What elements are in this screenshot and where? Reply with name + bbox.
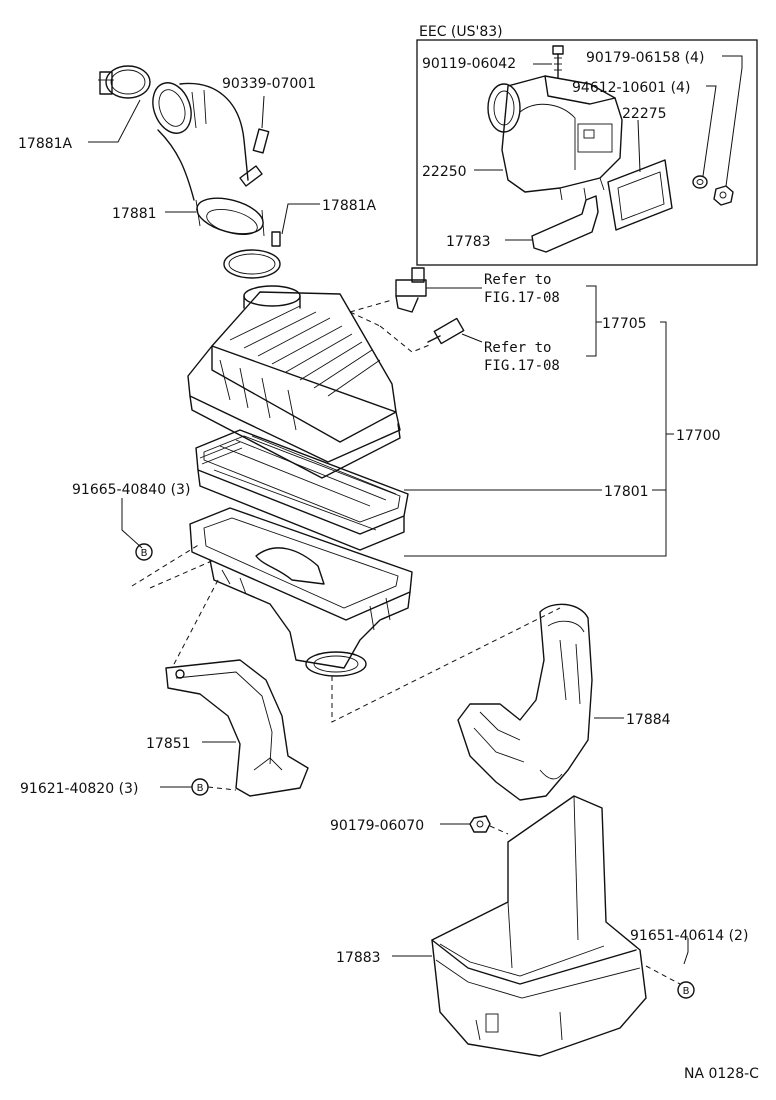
resonator-hose-17884 (457, 603, 593, 801)
filter-element-17801 (195, 429, 409, 551)
label-22250: 22250 (422, 164, 467, 180)
inset-frame (416, 39, 758, 266)
label-refer-1a: Refer to (484, 272, 551, 288)
label-91651-40614: 91651-40614 (2) (630, 928, 748, 944)
gasket-22275 (607, 159, 673, 231)
inset-title: EEC (US'83) (419, 24, 503, 40)
resonator-17883 (431, 795, 647, 1057)
label-17884: 17884 (626, 712, 671, 728)
label-22275: 22275 (622, 106, 667, 122)
marker-b1: B (141, 548, 148, 559)
grommet-90179-06070 (469, 815, 491, 833)
drawing-number: NA 0128-C (684, 1066, 759, 1082)
hose-clamp-17881a-mid (223, 231, 281, 279)
label-17700: 17700 (676, 428, 721, 444)
washer-94612 (692, 175, 708, 189)
air-cleaner-cap (187, 285, 401, 479)
label-91665-40840: 91665-40840 (3) (72, 482, 190, 498)
label-90339-07001: 90339-07001 (222, 76, 316, 92)
label-94612-10601: 94612-10601 (4) (572, 80, 690, 96)
label-90119-06042: 90119-06042 (422, 56, 516, 72)
nut-90179-06158 (713, 185, 734, 206)
label-17851: 17851 (146, 736, 191, 752)
label-refer-2b: FIG.17-08 (484, 358, 560, 374)
label-17881a-mid: 17881A (322, 198, 377, 214)
bolt-marker-b3: B (677, 981, 695, 999)
label-17705: 17705 (602, 316, 647, 332)
label-17783: 17783 (446, 234, 491, 250)
bolt-90119 (552, 45, 564, 79)
air-cleaner-case (189, 507, 413, 677)
label-17881: 17881 (112, 206, 157, 222)
label-90179-06070: 90179-06070 (330, 818, 424, 834)
label-90179-06158: 90179-06158 (4) (586, 50, 704, 66)
airflow-meter-22250 (487, 75, 623, 201)
air-hose-17881 (152, 82, 265, 237)
bolt-marker-b2: B (191, 778, 209, 796)
label-refer-1b: FIG.17-08 (484, 290, 560, 306)
label-17883: 17883 (336, 950, 381, 966)
shield-17851 (165, 659, 309, 797)
label-17881a-top: 17881A (18, 136, 73, 152)
sensor-upper (395, 267, 482, 313)
label-refer-2a: Refer to (484, 340, 551, 356)
bolt-marker-b1: B (135, 543, 153, 561)
vacuum-fitting-90339 (239, 128, 270, 187)
bracket-17783 (531, 187, 599, 253)
sensor-lower (427, 317, 483, 345)
marker-b2: B (197, 783, 204, 794)
eec-inset: EEC (US'83) (416, 24, 758, 266)
label-91621-40820: 91621-40820 (3) (20, 781, 138, 797)
label-17801: 17801 (604, 484, 649, 500)
marker-b3: B (683, 986, 690, 997)
hose-clamp-17881a-top (98, 65, 151, 99)
